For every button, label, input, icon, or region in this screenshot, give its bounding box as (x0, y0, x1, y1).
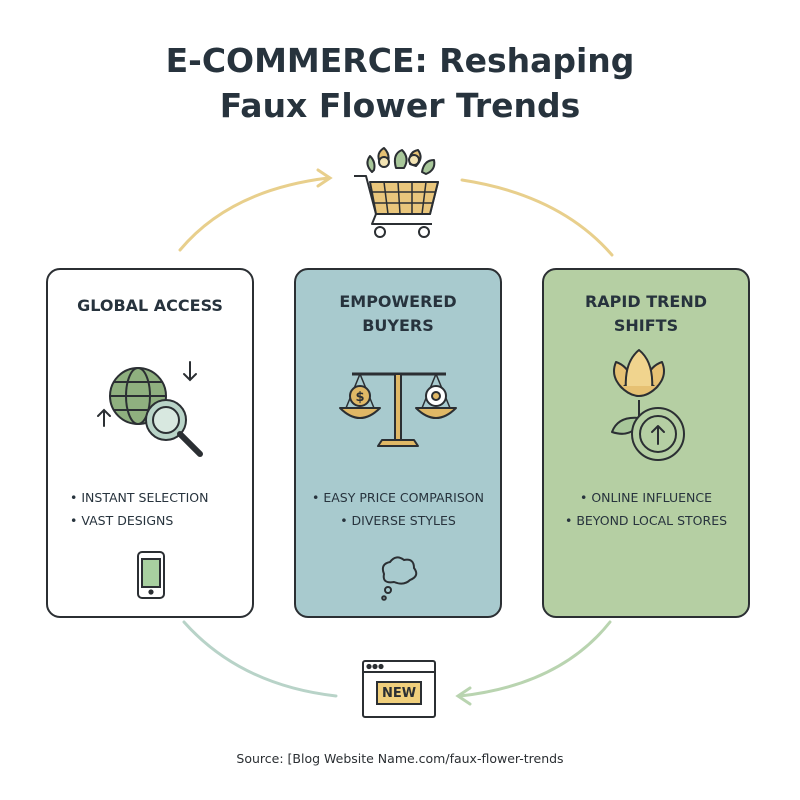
arrow-bottom-right-head (455, 686, 472, 706)
title-line-1: E-COMMERCE: Reshaping (165, 41, 635, 80)
card-title: GLOBAL ACCESS (77, 296, 223, 315)
arrow-bottom-left (182, 620, 338, 698)
card-global-access: GLOBAL ACCESS INSTANT SELECTION VAST DES… (46, 268, 254, 618)
card-title: RAPID TREND SHIFTS (584, 292, 708, 335)
card-title: EMPOWERED BUYERS (339, 292, 457, 335)
bullet-list: ONLINE INFLUENCE BEYOND LOCAL STORES (544, 486, 748, 532)
bullet-item: VAST DESIGNS (48, 509, 252, 532)
bullet-item: INSTANT SELECTION (48, 486, 252, 509)
page-title: E-COMMERCE: Reshaping Faux Flower Trends (0, 38, 800, 128)
arrow-bottom-right (458, 620, 612, 698)
globe-search-icon (97, 361, 203, 457)
card-empowered-buyers: EMPOWERED BUYERS $ EASY PRICE COMPARISON… (294, 268, 502, 618)
smartphone-icon (137, 551, 165, 599)
card-rapid-trend-shifts: RAPID TREND SHIFTS ONLINE INFLUENCE BEYO… (542, 268, 750, 618)
bullet-item: EASY PRICE COMPARISON (296, 486, 500, 509)
bullet-item: ONLINE INFLUENCE (544, 486, 748, 509)
arrow-top-left (178, 176, 330, 252)
scale-icon: $ (339, 372, 457, 447)
source-caption: Source: [Blog Website Name.com/faux-flow… (236, 751, 564, 766)
thought-bubble-icon (381, 556, 418, 601)
new-badge-label: NEW (381, 686, 417, 701)
svg-text:$: $ (355, 390, 364, 405)
browser-window-icon (362, 660, 436, 718)
bullet-list: INSTANT SELECTION VAST DESIGNS (48, 486, 252, 532)
arrow-top-left-head (316, 168, 333, 188)
browser-new-icon: NEW (362, 660, 436, 718)
flower-trend-up-icon (611, 349, 685, 461)
bullet-list: EASY PRICE COMPARISON DIVERSE STYLES (296, 486, 500, 532)
bullet-item: DIVERSE STYLES (296, 509, 500, 532)
arrow-top-right (460, 178, 614, 257)
flower-shopping-cart-icon (354, 147, 439, 238)
bullet-item: BEYOND LOCAL STORES (544, 509, 748, 532)
title-line-2: Faux Flower Trends (219, 86, 581, 125)
